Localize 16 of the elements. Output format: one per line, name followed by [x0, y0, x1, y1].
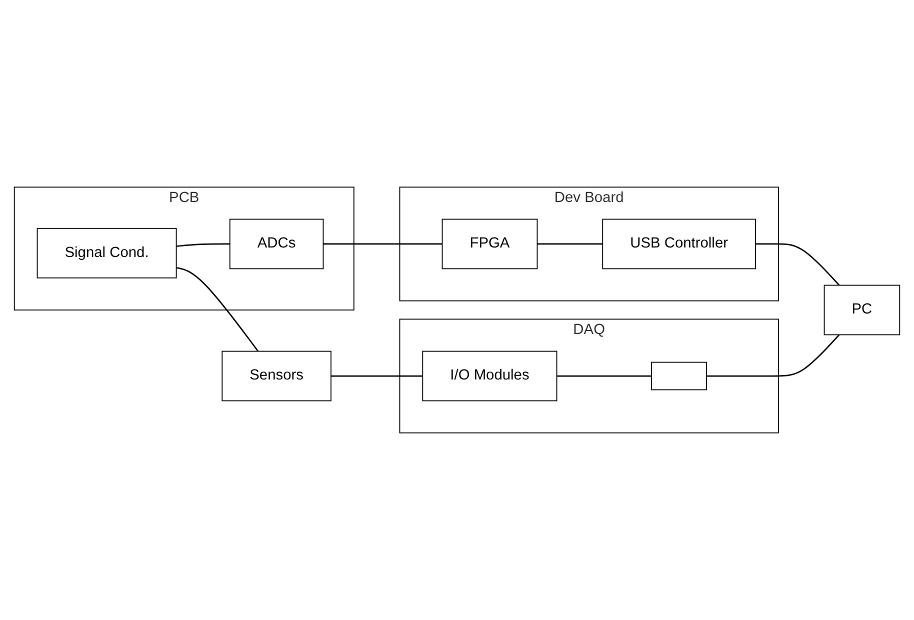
node-box: ADCs [229, 218, 324, 270]
connector [330, 375, 423, 377]
connector [537, 243, 603, 245]
node-box: Signal Cond. [36, 228, 177, 278]
node-box [651, 362, 708, 390]
connector [176, 243, 230, 247]
connector [706, 334, 840, 377]
connector [556, 375, 652, 377]
node-box: I/O Modules [422, 350, 558, 402]
connector [323, 243, 442, 245]
node-box: PC [824, 284, 900, 336]
connector [176, 266, 259, 352]
node-box: USB Controller [602, 218, 756, 270]
connector [756, 243, 840, 286]
node-box: Sensors [222, 350, 332, 402]
node-box: FPGA [442, 218, 538, 270]
